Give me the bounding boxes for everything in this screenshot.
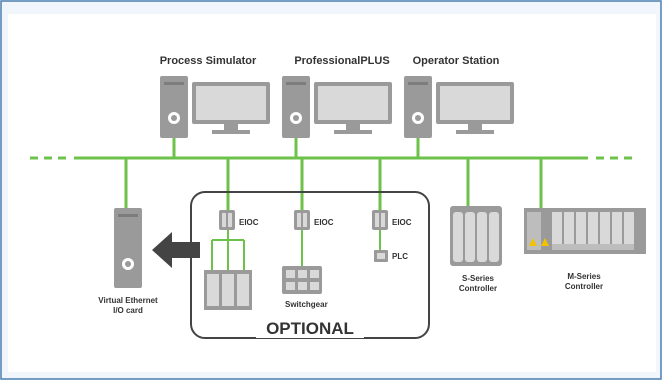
tower-icon xyxy=(114,208,142,288)
m-series-label-line2: Controller xyxy=(565,282,603,291)
plc-label: PLC xyxy=(392,252,408,261)
switchgear-label: Switchgear xyxy=(285,300,328,309)
m-series-label-line1: M-Series xyxy=(567,272,601,281)
io-rack xyxy=(204,239,252,310)
eioc-module xyxy=(294,210,310,266)
eioc-label: EIOC xyxy=(239,218,259,227)
arrow-left-icon xyxy=(152,232,200,268)
eioc-label: EIOC xyxy=(392,218,412,227)
virtual-ethernet-io-card xyxy=(114,208,142,288)
workstation-professionalplus xyxy=(282,76,392,138)
tower-icon xyxy=(282,76,310,138)
virtual-card-label-line1: Virtual Ethernet xyxy=(98,296,158,305)
s-series-label-line2: Controller xyxy=(459,284,497,293)
eioc-module xyxy=(219,210,235,240)
m-series-controller-icon xyxy=(524,208,646,254)
workstation-operator-station xyxy=(404,76,514,138)
warning-icon xyxy=(541,238,549,246)
tower-icon xyxy=(160,76,188,138)
s-series-controller-icon xyxy=(450,206,502,266)
network-bus xyxy=(30,138,632,210)
switchgear-icon xyxy=(282,266,322,294)
plc-icon xyxy=(374,250,388,262)
workstation-label-process-simulator: Process Simulator xyxy=(160,55,257,67)
eioc-label: EIOC xyxy=(314,218,334,227)
virtual-card-label-line2: I/O card xyxy=(113,306,143,315)
s-series-label-line1: S-Series xyxy=(462,274,495,283)
workstation-label-professionalplus: ProfessionalPLUS xyxy=(294,55,389,67)
tower-icon xyxy=(404,76,432,138)
eioc-module xyxy=(372,210,388,250)
workstation-label-operator-station: Operator Station xyxy=(413,55,500,67)
optional-label: OPTIONAL xyxy=(266,319,354,338)
warning-icon xyxy=(529,238,537,246)
workstation-process-simulator xyxy=(160,76,270,138)
